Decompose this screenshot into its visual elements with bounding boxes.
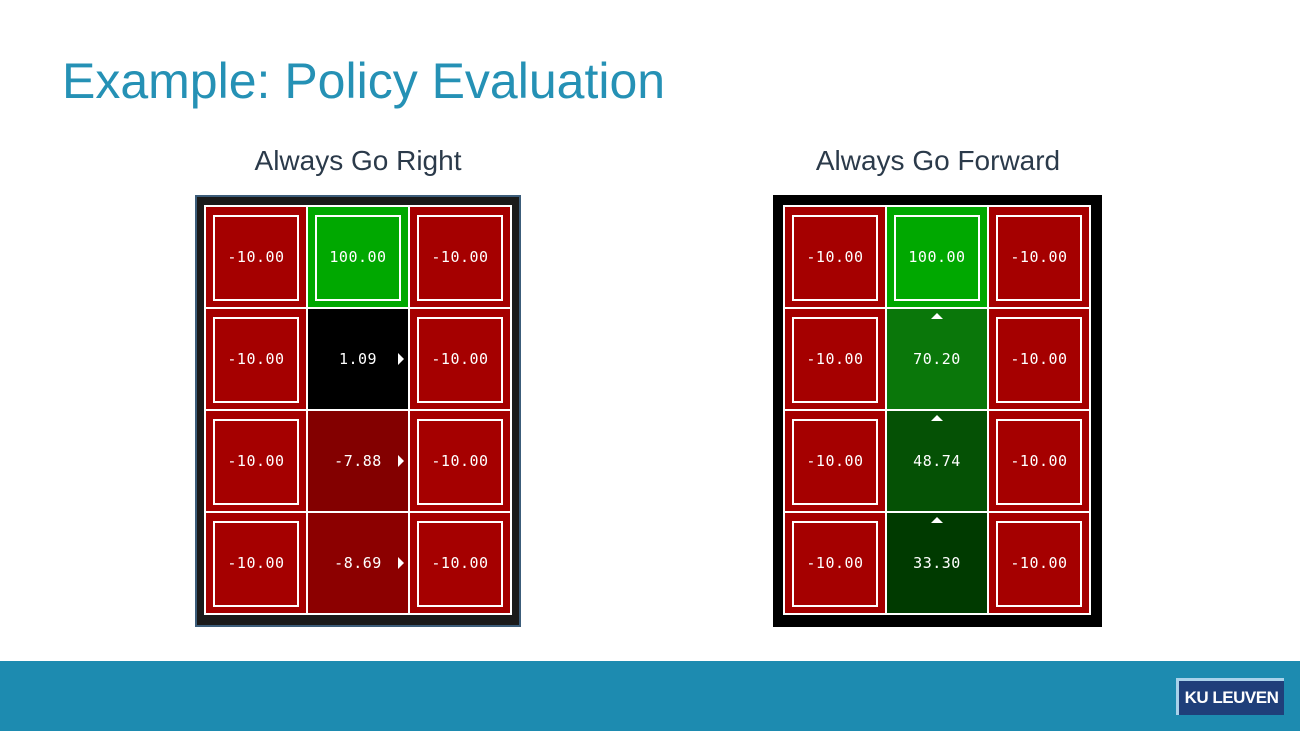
ku-leuven-logo: KU LEUVEN	[1176, 678, 1284, 715]
terminal-border	[315, 215, 401, 301]
cell-value: -10.00	[227, 350, 285, 368]
cell-value: -10.00	[227, 554, 285, 572]
cell-value: 70.20	[913, 350, 961, 368]
cell-value: -10.00	[431, 554, 489, 572]
state-cell-r2-c1: -7.88	[308, 411, 408, 511]
logo-text: KU LEUVEN	[1184, 688, 1279, 707]
cell-value: -10.00	[1010, 350, 1068, 368]
cell-value: 100.00	[329, 248, 387, 266]
policy-arrow-up-icon	[931, 415, 943, 421]
terminal-border	[792, 317, 878, 403]
terminal-border	[996, 521, 1082, 607]
terminal-border	[996, 317, 1082, 403]
terminal-cell-r1-c0: -10.00	[785, 309, 885, 409]
left-gridworld: -10.00 100.00 -10.00 -10.00 1.09 -10.00 -10.00…	[204, 205, 512, 615]
state-cell-r2-c1: 48.74	[887, 411, 987, 511]
terminal-border	[996, 215, 1082, 301]
policy-arrow-right-icon	[398, 557, 404, 569]
state-cell-r3-c1: -8.69	[308, 513, 408, 613]
terminal-border	[213, 521, 299, 607]
state-cell-r1-c1: 1.09	[308, 309, 408, 409]
terminal-border	[417, 419, 503, 505]
cell-value: -10.00	[806, 452, 864, 470]
terminal-border	[417, 521, 503, 607]
terminal-border	[213, 419, 299, 505]
right-gridworld: -10.00 100.00 -10.00 -10.00 70.20 -10.00 -10.0…	[783, 205, 1091, 615]
cell-value: 100.00	[908, 248, 966, 266]
policy-arrow-up-icon	[931, 517, 943, 523]
policy-arrow-right-icon	[398, 353, 404, 365]
terminal-cell-r3-c0: -10.00	[206, 513, 306, 613]
left-panel-title: Always Go Right	[254, 145, 462, 176]
cell-value: -10.00	[1010, 248, 1068, 266]
cell-value: -10.00	[806, 350, 864, 368]
cell-value: -10.00	[431, 248, 489, 266]
cell-value: 1.09	[338, 350, 378, 368]
cell-value: -10.00	[1010, 554, 1068, 572]
terminal-cell-r2-c0: -10.00	[785, 411, 885, 511]
terminal-border	[996, 419, 1082, 505]
slide-title: Example: Policy Evaluation	[62, 53, 666, 109]
terminal-cell-r2-c2: -10.00	[410, 411, 510, 511]
terminal-cell-r0-c1: 100.00	[887, 207, 987, 307]
cell-value: 33.30	[913, 554, 961, 572]
state-cell-r3-c1: 33.30	[887, 513, 987, 613]
terminal-cell-r0-c0: -10.00	[785, 207, 885, 307]
terminal-cell-r3-c0: -10.00	[785, 513, 885, 613]
terminal-border	[213, 317, 299, 403]
cell-value: -7.88	[334, 452, 382, 470]
terminal-cell-r1-c2: -10.00	[410, 309, 510, 409]
cell-value: -10.00	[227, 452, 285, 470]
terminal-cell-r0-c2: -10.00	[989, 207, 1089, 307]
footer-bar	[0, 661, 1300, 731]
terminal-border	[894, 215, 980, 301]
cell-value: -8.69	[334, 554, 382, 572]
right-gridworld-frame: -10.00 100.00 -10.00 -10.00 70.20 -10.00 -10.0…	[773, 195, 1102, 627]
terminal-cell-r0-c2: -10.00	[410, 207, 510, 307]
terminal-border	[792, 215, 878, 301]
policy-arrow-right-icon	[398, 455, 404, 467]
terminal-cell-r1-c2: -10.00	[989, 309, 1089, 409]
cell-value: -10.00	[806, 554, 864, 572]
policy-arrow-up-icon	[931, 313, 943, 319]
cell-value: -10.00	[806, 248, 864, 266]
terminal-border	[417, 317, 503, 403]
terminal-cell-r0-c1: 100.00	[308, 207, 408, 307]
terminal-cell-r1-c0: -10.00	[206, 309, 306, 409]
right-panel-title: Always Go Forward	[815, 145, 1061, 176]
cell-value: -10.00	[227, 248, 285, 266]
terminal-border	[417, 215, 503, 301]
cell-value: -10.00	[431, 350, 489, 368]
left-gridworld-frame: -10.00 100.00 -10.00 -10.00 1.09 -10.00 -10.00…	[195, 195, 521, 627]
state-cell-r1-c1: 70.20	[887, 309, 987, 409]
cell-value: 48.74	[913, 452, 961, 470]
terminal-cell-r3-c2: -10.00	[410, 513, 510, 613]
terminal-cell-r2-c0: -10.00	[206, 411, 306, 511]
terminal-cell-r3-c2: -10.00	[989, 513, 1089, 613]
terminal-border	[792, 419, 878, 505]
terminal-cell-r2-c2: -10.00	[989, 411, 1089, 511]
terminal-border	[213, 215, 299, 301]
terminal-border	[792, 521, 878, 607]
cell-value: -10.00	[1010, 452, 1068, 470]
cell-value: -10.00	[431, 452, 489, 470]
terminal-cell-r0-c0: -10.00	[206, 207, 306, 307]
